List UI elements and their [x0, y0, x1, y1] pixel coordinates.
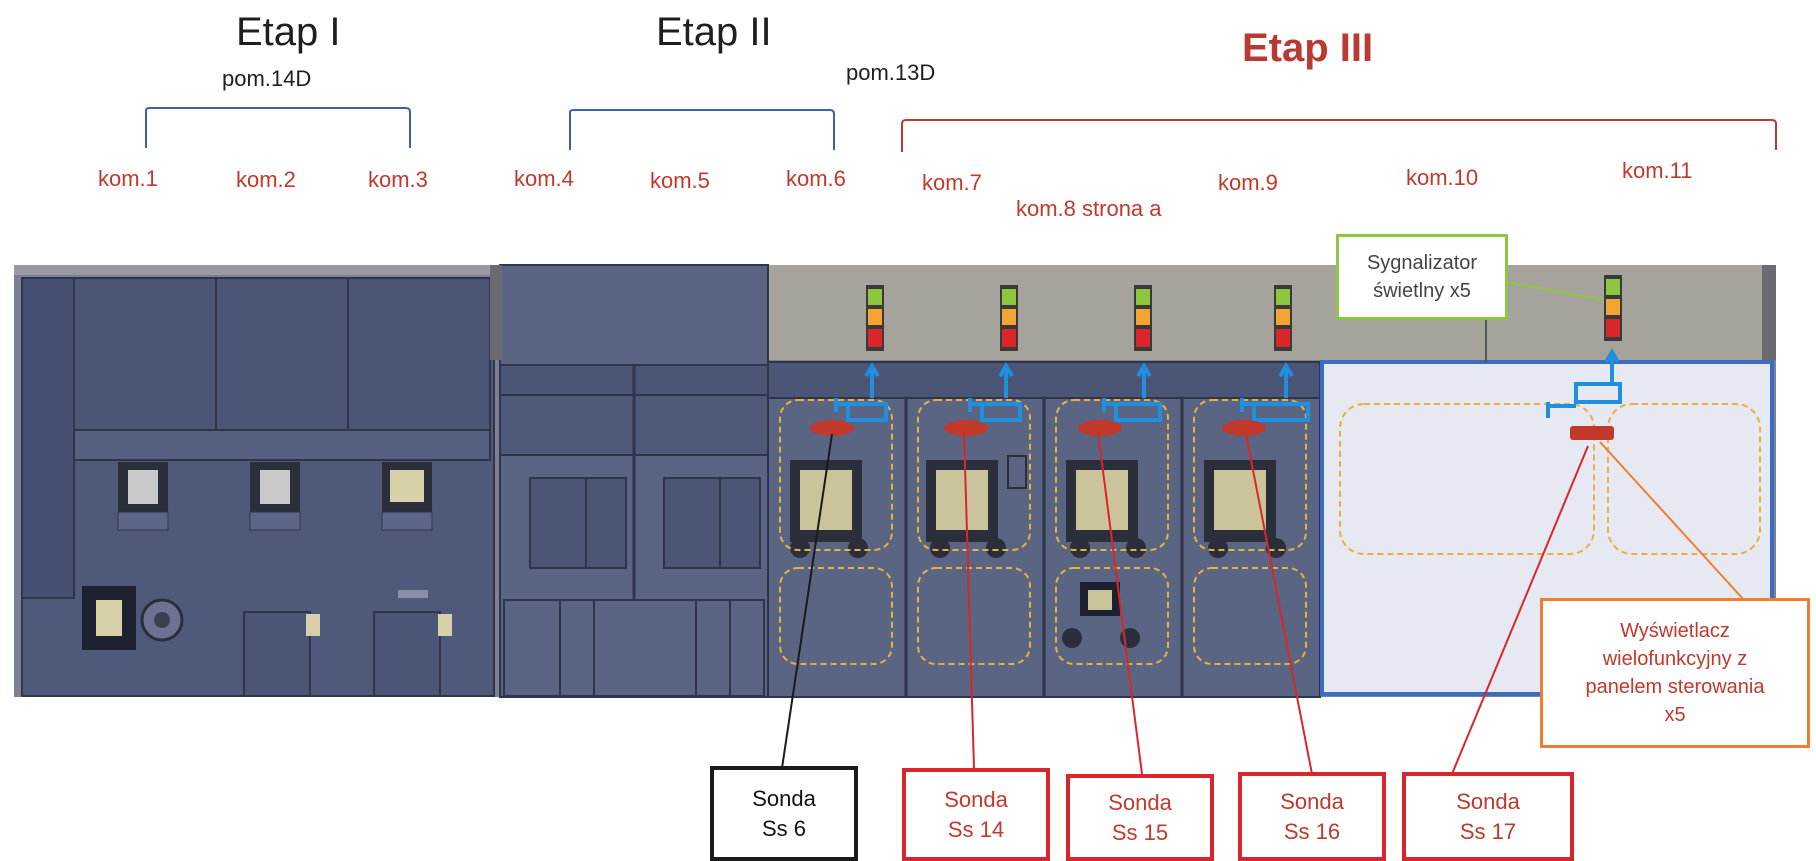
probe-ss17-line1: Sonda — [1456, 788, 1520, 814]
bracket-etap1 — [145, 107, 411, 148]
chamber-label-9: kom.9 — [1218, 170, 1278, 195]
callout-signal-line2: świetlny x5 — [1373, 280, 1471, 302]
detectors — [834, 348, 1622, 422]
callout-display: Wyświetlacz wielofunkcyjny z panelem ste… — [1540, 598, 1810, 748]
probe-ss14-line2: Ss 14 — [947, 816, 1005, 842]
probe-label-ss16: Sonda Ss 16 — [1238, 772, 1386, 861]
probe-ss15-line2: Ss 15 — [1111, 819, 1169, 845]
callout-display-line1: Wyświetlacz — [1620, 620, 1730, 642]
chamber-label-8: kom.8 strona a — [1016, 196, 1162, 221]
chamber-label-4: kom.4 — [514, 166, 574, 191]
signal-lights — [866, 275, 1622, 351]
stage-title-3: Etap III — [1242, 26, 1374, 70]
probe-ss14-line1: Sonda — [944, 786, 1008, 812]
bracket-etap2 — [569, 109, 835, 150]
callout-signal-line1: Sygnalizator — [1366, 252, 1478, 274]
chamber-label-5: kom.5 — [650, 168, 710, 193]
probe-label-ss6: Sonda Ss 6 — [710, 766, 858, 861]
probe-ss17-line2: Ss 17 — [1459, 818, 1517, 844]
probe-ss6-line2: Ss 6 — [761, 815, 807, 841]
probe-label-ss15: Sonda Ss 15 — [1066, 774, 1214, 861]
callout-display-line3: panelem sterowania — [1585, 676, 1765, 698]
probe-ss15-line1: Sonda — [1108, 789, 1172, 815]
room-label-14d: pom.14D — [222, 66, 312, 91]
section-etap3-cabinets — [767, 361, 1321, 698]
chamber-label-6: kom.6 — [786, 166, 846, 191]
probe-label-ss17: Sonda Ss 17 — [1402, 772, 1574, 861]
stage-title-2: Etap II — [656, 10, 772, 54]
callout-display-line2: wielofunkcyjny z — [1602, 648, 1748, 670]
probe-ss16-line2: Ss 16 — [1283, 818, 1341, 844]
section-etap2 — [490, 264, 769, 698]
callout-signal-light: Sygnalizator świetlny x5 — [1336, 234, 1508, 320]
callout-display-line4: x5 — [1664, 704, 1686, 726]
chamber-label-1: kom.1 — [98, 166, 158, 191]
section-etap1 — [21, 277, 495, 697]
stage-title-1: Etap I — [236, 10, 341, 54]
chamber-label-11: kom.11 — [1622, 158, 1693, 183]
probe-ss6-line1: Sonda — [752, 785, 816, 811]
chamber-label-7: kom.7 — [922, 170, 982, 195]
probe-label-ss14: Sonda Ss 14 — [902, 768, 1050, 861]
probes-markers — [810, 420, 1614, 440]
leader-lines — [781, 281, 1745, 775]
chamber-label-2: kom.2 — [236, 167, 296, 192]
bracket-etap3 — [901, 119, 1777, 152]
probe-ss16-line1: Sonda — [1280, 788, 1344, 814]
chamber-label-3: kom.3 — [368, 167, 428, 192]
room-label-13d: pom.13D — [846, 60, 936, 85]
chamber-label-10: kom.10 — [1406, 165, 1479, 190]
